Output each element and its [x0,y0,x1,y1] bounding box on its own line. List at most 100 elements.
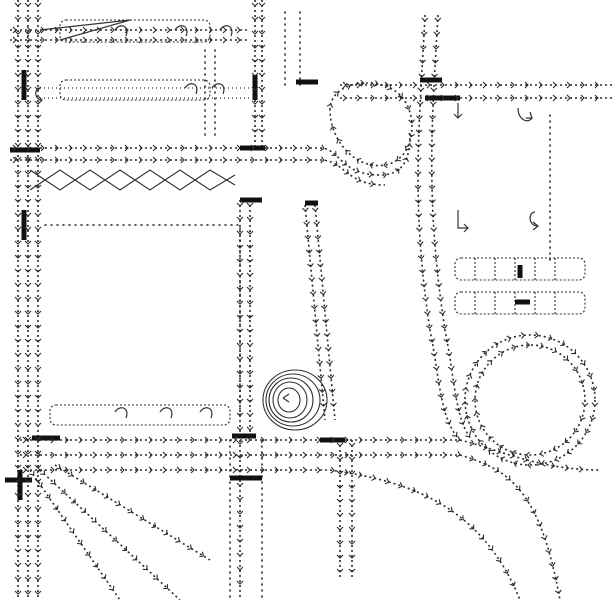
flow-arrow-icon [222,144,227,152]
flow-arrow-icon [336,498,344,503]
flow-arrow-icon [452,393,459,398]
flow-arrow-icon [194,26,199,34]
flow-arrow-icon [110,36,115,44]
flow-arrow-icon [438,310,446,316]
turn-arrow-icon [114,407,128,419]
flow-arrow-icon [34,44,42,49]
flow-arrow-icon [24,422,32,427]
flow-arrow-icon [103,493,109,499]
flow-arrow-icon [416,115,423,120]
flow-arrow-icon [34,324,42,329]
flow-arrow-icon [24,380,32,385]
block-left-boundary [44,224,241,421]
flow-arrow-icon [330,466,335,474]
flow-arrow-icon [246,258,254,263]
flow-arrow-icon [509,452,515,459]
flow-arrow-icon [24,548,32,553]
flow-arrow-icon [36,466,41,474]
flow-arrow-icon [22,451,27,459]
flow-arrow-icon [34,226,42,231]
flow-arrow-icon [428,143,436,148]
flow-arrow-icon [34,212,42,217]
flow-arrow-icon [419,59,426,64]
flow-arrow-icon [34,142,42,147]
flow-arrow-icon [14,58,22,63]
flow-arrow-icon [34,310,42,315]
flow-arrow-icon [336,456,344,461]
flow-arrow-icon [414,436,419,444]
flow-arrow-icon [251,128,259,133]
crossover-hatch [29,169,236,191]
flow-arrow-icon [469,428,476,433]
flow-arrow-icon [524,94,529,102]
flow-arrow-icon [24,58,32,63]
flow-arrow-icon [34,562,42,567]
flow-arrow-icon [236,328,244,333]
flow-arrow-icon [420,282,428,288]
flow-arrow-icon [34,254,42,259]
flow-arrow-icon [503,569,510,574]
flow-arrow-icon [250,144,255,152]
flow-arrow-icon [357,471,363,479]
flow-arrow-icon [348,470,356,475]
flow-arrow-icon [307,263,314,268]
flow-arrow-icon [430,352,438,357]
flow-arrow-icon [499,444,505,451]
flow-arrow-icon [163,584,169,590]
flow-arrow-icon [469,439,475,447]
flow-arrow-icon [258,16,266,21]
flow-arrow-icon [591,402,599,407]
road-diagonal-lower-left [29,469,121,600]
flow-arrow-icon [34,170,42,175]
flow-arrow-icon [124,156,129,164]
flow-arrow-icon [370,81,375,89]
flow-arrow-icon [236,258,244,263]
flow-arrow-icon [442,451,447,459]
flow-arrow-icon [138,144,143,152]
flow-arrow-icon [34,2,42,7]
flow-arrow-icon [24,366,32,371]
flow-arrow-icon [14,170,22,175]
flow-arrow-icon [251,72,259,77]
flow-arrow-icon [236,482,244,487]
flow-arrow-icon [37,482,43,488]
flow-arrow-icon [515,485,521,491]
loop-right-roundabout-ramp [464,334,596,466]
flow-arrow-icon [14,296,22,301]
flow-arrow-icon [348,512,356,517]
flow-arrow-icon [316,360,323,366]
flow-arrow-icon [246,328,254,333]
flow-arrow-icon [208,156,213,164]
flow-arrow-icon [14,142,22,147]
flow-arrow-icon [96,156,101,164]
flow-arrow-icon [344,469,349,476]
flow-arrow-icon [91,485,97,492]
turn-arrow-icon [114,25,128,37]
flow-arrow-icon [100,574,107,580]
flow-arrow-icon [232,451,237,459]
dotted-boundaries [44,11,551,600]
flow-arrow-icon [541,535,548,540]
flow-arrow-icon [24,16,32,21]
flow-arrow-icon [34,352,42,357]
flow-arrow-icon [54,156,59,164]
flow-arrow-icon [316,466,321,474]
flow-arrow-icon [301,207,309,212]
flow-arrow-icon [60,488,66,494]
flow-arrow-icon [34,534,42,539]
flow-arrow-icon [204,451,209,459]
flow-arrow-icon [250,156,255,164]
flow-arrow-icon [24,226,32,231]
flow-arrow-icon [78,466,83,474]
flow-arrow-icon [447,506,453,513]
flow-arrow-icon [426,94,431,102]
flow-arrow-icon [554,455,560,463]
flow-arrow-icon [236,156,241,164]
flow-arrow-icon [316,436,321,444]
flow-arrow-icon [330,451,335,459]
flow-arrow-icon [67,471,73,478]
flow-arrow-icon [466,373,473,379]
flow-arrow-icon [246,384,254,389]
flow-arrow-icon [50,479,56,485]
flow-arrow-icon [236,412,244,417]
